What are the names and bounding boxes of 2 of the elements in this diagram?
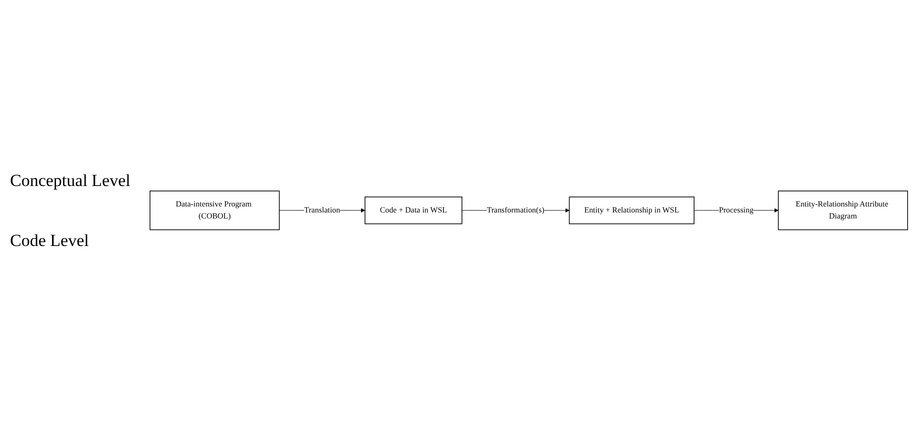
level-label: Code Level [10, 230, 90, 250]
level-label: Conceptual Level [10, 170, 130, 190]
